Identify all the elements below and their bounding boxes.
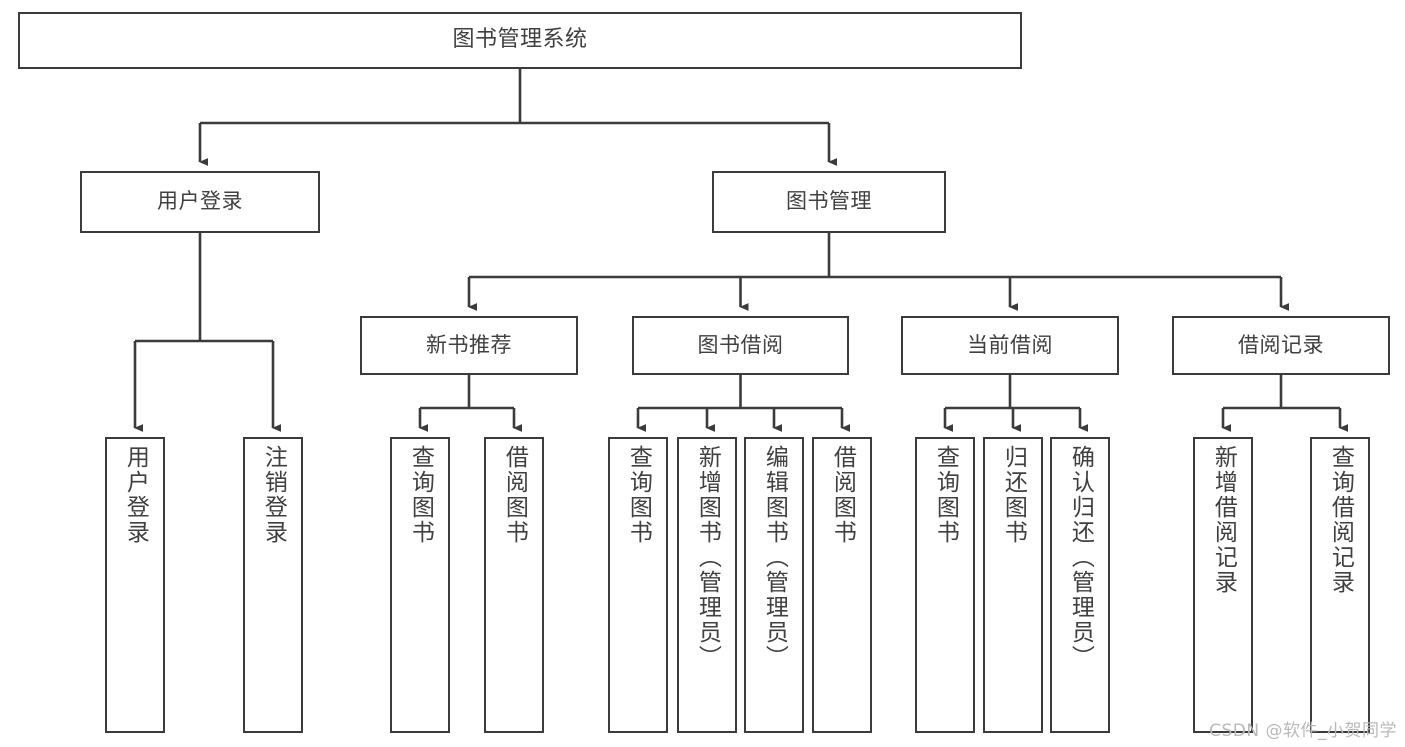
node-label-leaf-edit-book: 编辑图书（管理员）	[761, 445, 788, 670]
node-label-leaf-return-book: 归还图书	[1000, 445, 1027, 545]
node-leaf-return-book[interactable]: 归还图书	[983, 437, 1043, 733]
node-label-leaf-query-book-1: 查询图书	[407, 445, 434, 545]
node-leaf-query-book-2[interactable]: 查询图书	[608, 437, 668, 733]
node-label-book-manage: 图书管理	[786, 189, 872, 214]
watermark-credit: CSDN @软件_小贺同学	[1209, 721, 1397, 741]
node-label-borrow-record: 借阅记录	[1238, 332, 1324, 357]
node-label-leaf-query-book-2: 查询图书	[625, 445, 652, 545]
node-label-leaf-borrow-book-2: 借阅图书	[829, 445, 856, 545]
node-label-new-book-rec: 新书推荐	[426, 332, 512, 357]
node-current-borrow[interactable]: 当前借阅	[901, 316, 1119, 375]
node-leaf-query-book-3[interactable]: 查询图书	[915, 437, 975, 733]
node-leaf-add-book[interactable]: 新增图书（管理员）	[677, 437, 737, 733]
node-leaf-confirm-return[interactable]: 确认归还（管理员）	[1050, 437, 1110, 733]
node-borrow-record[interactable]: 借阅记录	[1172, 316, 1390, 375]
node-label-user-login: 用户登录	[157, 189, 243, 214]
node-leaf-query-record[interactable]: 查询借阅记录	[1310, 437, 1370, 733]
node-leaf-logout[interactable]: 注销登录	[243, 437, 303, 733]
node-leaf-user-login[interactable]: 用户登录	[105, 437, 165, 733]
node-leaf-add-record[interactable]: 新增借阅记录	[1193, 437, 1253, 733]
node-label-leaf-query-book-3: 查询图书	[932, 445, 959, 545]
node-label-leaf-logout: 注销登录	[260, 445, 287, 545]
node-label-leaf-query-record: 查询借阅记录	[1327, 445, 1354, 595]
node-leaf-borrow-book-1[interactable]: 借阅图书	[484, 437, 544, 733]
node-book-manage[interactable]: 图书管理	[712, 171, 946, 233]
node-label-leaf-add-record: 新增借阅记录	[1210, 445, 1237, 595]
node-leaf-query-book-1[interactable]: 查询图书	[390, 437, 450, 733]
node-book-borrow[interactable]: 图书借阅	[632, 316, 849, 375]
node-label-leaf-add-book: 新增图书（管理员）	[694, 445, 721, 670]
node-new-book-rec[interactable]: 新书推荐	[360, 316, 578, 375]
node-leaf-borrow-book-2[interactable]: 借阅图书	[812, 437, 872, 733]
node-label-book-borrow: 图书借阅	[697, 332, 784, 357]
node-leaf-edit-book[interactable]: 编辑图书（管理员）	[744, 437, 804, 733]
node-root[interactable]: 图书管理系统	[18, 12, 1022, 69]
node-label-leaf-borrow-book-1: 借阅图书	[501, 445, 528, 545]
node-user-login[interactable]: 用户登录	[80, 171, 320, 233]
node-label-root: 图书管理系统	[452, 27, 588, 53]
node-label-current-borrow: 当前借阅	[967, 332, 1053, 357]
node-label-leaf-user-login: 用户登录	[122, 445, 149, 545]
node-label-leaf-confirm-return: 确认归还（管理员）	[1067, 445, 1094, 670]
